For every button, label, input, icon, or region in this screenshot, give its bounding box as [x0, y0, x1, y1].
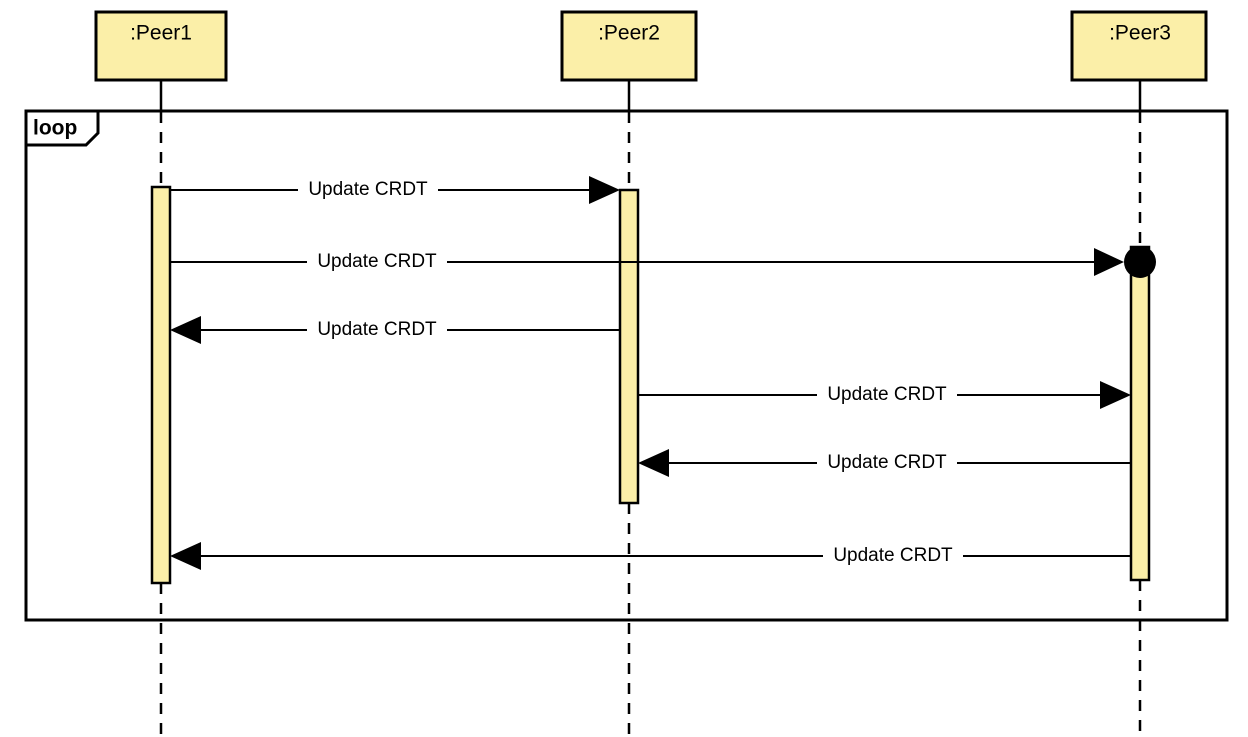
message-5-arrowhead	[638, 449, 669, 477]
participant-peer3-label: :Peer3	[1109, 22, 1171, 45]
participant-group: :Peer1 :Peer2 :Peer3	[94, 10, 1208, 82]
participant-peer1-box	[94, 10, 228, 82]
message-1-label-bg	[298, 180, 438, 201]
message-6-arrowhead	[170, 542, 201, 570]
activation-group	[150, 185, 1151, 585]
message-5-label: Update CRDT	[827, 452, 947, 473]
message-2-label-bg	[307, 252, 447, 273]
message-1-label: Update CRDT	[308, 179, 428, 200]
message-2[interactable]: Update CRDT	[170, 248, 1124, 276]
message-5-label-bg	[817, 453, 957, 474]
participant-peer2-label: :Peer2	[598, 22, 660, 45]
message-4-label-bg	[817, 385, 957, 406]
activation-bar-peer3	[1129, 245, 1151, 582]
message-6-label-bg	[823, 546, 963, 567]
message-6[interactable]: Update CRDT	[170, 542, 1131, 570]
message-5[interactable]: Update CRDT	[638, 449, 1131, 477]
message-2-label: Update CRDT	[317, 251, 437, 272]
message-3-label: Update CRDT	[317, 319, 437, 340]
message-1[interactable]: Update CRDT	[170, 176, 620, 204]
loop-fragment-label: loop	[33, 117, 77, 140]
loop-fragment-border	[24, 109, 1229, 622]
participant-peer3-box	[1070, 10, 1208, 82]
loop-fragment: loop	[24, 109, 1229, 622]
message-1-arrowhead	[589, 176, 620, 204]
message-4-arrowhead	[1100, 381, 1131, 409]
message-4-label: Update CRDT	[827, 384, 947, 405]
activation-bar-peer2	[618, 188, 640, 505]
participant-peer1[interactable]: :Peer1	[94, 10, 228, 82]
participant-peer2-box	[560, 10, 698, 82]
participant-peer2[interactable]: :Peer2	[560, 10, 698, 82]
lifeline-group	[159, 80, 1142, 737]
activation-bar-peer1	[150, 185, 172, 585]
message-3-label-bg	[307, 320, 447, 341]
participant-peer1-label: :Peer1	[130, 22, 192, 45]
message-group: Update CRDT Update CRDT Update CRDT	[170, 176, 1131, 570]
message-6-label: Update CRDT	[833, 545, 953, 566]
message-4[interactable]: Update CRDT	[638, 381, 1131, 409]
message-2-arrowhead	[1094, 248, 1124, 276]
participant-peer3[interactable]: :Peer3	[1070, 10, 1208, 82]
message-3[interactable]: Update CRDT	[170, 316, 620, 344]
found-message-marker-icon	[1124, 246, 1156, 278]
loop-fragment-tab	[24, 109, 100, 147]
message-3-arrowhead	[170, 316, 201, 344]
